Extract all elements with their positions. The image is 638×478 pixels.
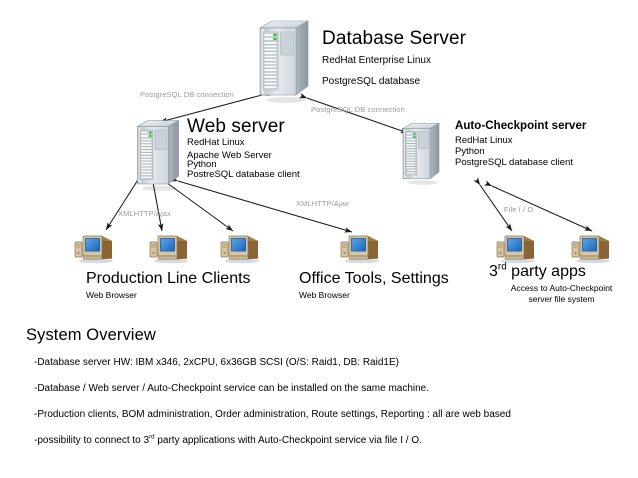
overview-bullet: -Database server HW: IBM x346, 2xCPU, 6x… (34, 356, 399, 368)
connection-label-db-acp: PostgreSQL DB connection (311, 105, 405, 114)
web-server-title: Web server (187, 116, 285, 137)
web-server-spec-0: RedHat Linux (187, 137, 245, 148)
client-group-subtitle-production: Web Browser (86, 290, 137, 300)
auto-checkpoint-server-spec-1: Python (455, 146, 485, 157)
auto-checkpoint-server-title: Auto-Checkpoint server (455, 120, 587, 132)
connection-label-db-web: PostgreSQL DB connection (140, 90, 234, 99)
client-group-subtitle-third-party-line2: server file system (528, 294, 595, 304)
client-group-subtitle-third-party-line1: Access to Auto-Checkpoint (510, 283, 613, 293)
overview-bullet: -Production clients, BOM administration,… (34, 408, 511, 420)
system-overview-section: System Overview -Database server HW: IBM… (26, 327, 626, 462)
overview-title: System Overview (26, 326, 156, 344)
connection-label-ajax-left: XMLHTTP/Ajax (118, 209, 171, 218)
overview-bullet: -Database / Web server / Auto-Checkpoint… (34, 382, 430, 394)
overview-bullet-list: -Database server HW: IBM x346, 2xCPU, 6x… (26, 356, 626, 446)
web-server-spec-1: Apache Web Server (187, 150, 272, 161)
overview-bullet-post: party applications with Auto-Checkpoint … (154, 434, 422, 446)
database-server-icon (256, 16, 312, 104)
connection-label-file-io: File I / O (504, 205, 534, 214)
auto-checkpoint-server-spec-2: PostgreSQL database client (455, 157, 573, 168)
client-computer-icon (338, 230, 382, 269)
overview-bullet: -possibility to connect to 3rd party app… (34, 433, 626, 446)
database-server-spec-1: PostgreSQL database (322, 76, 421, 87)
client-computer-icon (218, 230, 262, 269)
client-group-subtitle-office: Web Browser (299, 290, 350, 300)
third-party-suffix: party apps (506, 263, 586, 280)
client-group-title-office: Office Tools, Settings (299, 270, 449, 287)
client-group-title-production: Production Line Clients (86, 270, 251, 287)
connection-label-ajax-right: XMLHTTP/Ajax (296, 199, 349, 208)
auto-checkpoint-server-icon (400, 119, 442, 186)
web-server-icon (134, 116, 182, 192)
database-server-title: Database Server (322, 28, 467, 49)
database-server-spec-0: RedHat Enterprise Linux (322, 55, 431, 66)
web-server-spec-3: PostreSQL database client (187, 169, 300, 180)
client-computer-icon (72, 230, 116, 269)
third-party-ordinal: rd (497, 261, 507, 273)
web-server-spec-2: Python (187, 159, 217, 170)
client-group-title-third-party: 3rd party apps (489, 261, 586, 280)
third-party-prefix: 3 (489, 263, 498, 280)
client-computer-icon (147, 230, 191, 269)
overview-bullet-pre: -possibility to connect to 3 (34, 434, 150, 446)
overview-bullet-ordinal: rd (149, 433, 155, 441)
auto-checkpoint-server-spec-0: RedHat Linux (455, 135, 513, 146)
